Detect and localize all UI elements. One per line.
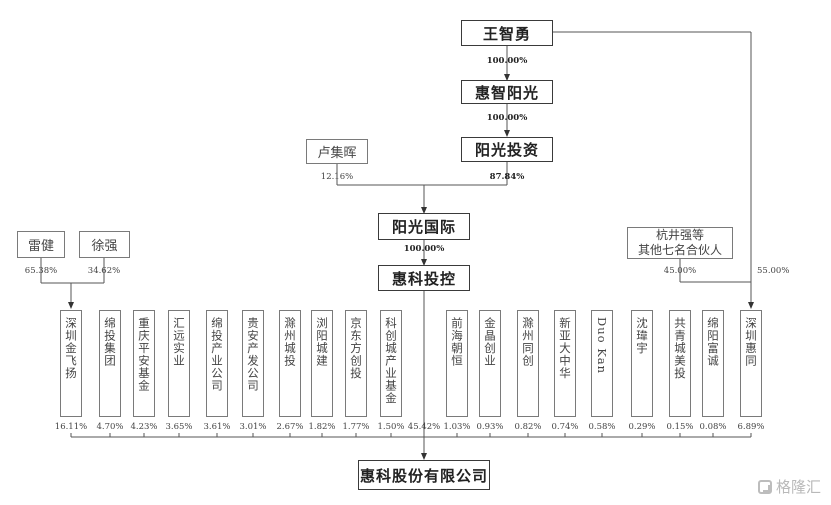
watermark-text: 格隆汇 bbox=[775, 478, 821, 496]
shareholder-box: 金晶创业 bbox=[479, 310, 501, 417]
node-leijian: 雷健 bbox=[17, 231, 65, 258]
node-label: 惠科投控 bbox=[391, 269, 456, 288]
node-label: 徐强 bbox=[91, 239, 118, 254]
shareholder-box: 重庆平安基金 bbox=[133, 310, 155, 417]
node-wangzhiyong: 王智勇 bbox=[461, 20, 553, 46]
shareholder-pct: 1.77% bbox=[342, 422, 370, 432]
shareholder-pct: 0.15% bbox=[666, 422, 694, 432]
shareholder-box: 滁州同创 bbox=[517, 310, 539, 417]
shareholder-name: 滁州城投 bbox=[283, 317, 297, 367]
shareholder-name: 金晶创业 bbox=[483, 317, 497, 367]
shareholder-box: 深圳金飞扬 bbox=[60, 310, 82, 417]
shareholder-name: 深圳惠同 bbox=[744, 317, 758, 367]
shareholder-box: 沈瑋宇 bbox=[631, 310, 653, 417]
shareholder-name: 共青城美投 bbox=[673, 317, 687, 380]
shareholder-pct: 3.01% bbox=[239, 422, 267, 432]
shareholder-pct: 2.67% bbox=[276, 422, 304, 432]
shareholder-name: 绵阳富诚 bbox=[706, 317, 720, 367]
shareholder-pct: 1.50% bbox=[377, 422, 405, 432]
shareholder-box: 贵安产发公司 bbox=[242, 310, 264, 417]
shareholder-box: 新亚大中华 bbox=[554, 310, 576, 417]
huike-tk-pct: 45.42% bbox=[407, 422, 441, 432]
node-huike-gufen: 惠科股份有限公司 bbox=[358, 460, 490, 490]
node-label: 惠科股份有限公司 bbox=[359, 466, 488, 485]
node-lujihui: 卢集晖 bbox=[306, 139, 368, 164]
shareholder-name: 贵安产发公司 bbox=[246, 317, 260, 392]
gelonghui-logo-icon bbox=[757, 479, 772, 494]
shareholder-box: Duo Kan bbox=[591, 310, 613, 417]
shareholder-name: 前海朝恒 bbox=[450, 317, 464, 367]
shareholder-box: 共青城美投 bbox=[669, 310, 691, 417]
shareholder-pct: 1.82% bbox=[308, 422, 336, 432]
node-label: 雷健 bbox=[27, 239, 54, 254]
node-hangjingqiang: 杭井强等 其他七名合伙人 bbox=[627, 227, 733, 259]
shareholder-name: 重庆平安基金 bbox=[137, 317, 151, 392]
shareholder-name: 科创城产业基金 bbox=[384, 317, 398, 405]
shareholder-box: 浏阳城建 bbox=[311, 310, 333, 417]
shareholder-name: 新亚大中华 bbox=[558, 317, 572, 380]
node-yangguang-guoji: 阳光国际 bbox=[378, 213, 470, 240]
shareholder-pct: 4.70% bbox=[96, 422, 124, 432]
shareholder-name: Duo Kan bbox=[595, 317, 609, 375]
shareholder-pct: 3.61% bbox=[203, 422, 231, 432]
shareholder-pct: 6.89% bbox=[737, 422, 765, 432]
shareholder-pct: 4.23% bbox=[130, 422, 158, 432]
node-label: 惠智阳光 bbox=[474, 83, 539, 102]
shareholder-box: 深圳惠同 bbox=[740, 310, 762, 417]
shareholder-name: 浏阳城建 bbox=[315, 317, 329, 367]
shareholder-pct: 3.65% bbox=[165, 422, 193, 432]
shareholder-name: 京东方创投 bbox=[349, 317, 363, 380]
shareholder-pct: 0.74% bbox=[551, 422, 579, 432]
edge-pct-wang-huitong: 55.00% bbox=[757, 266, 790, 276]
edge-pct-hangjing: 45.00% bbox=[663, 266, 697, 276]
shareholder-name: 沈瑋宇 bbox=[635, 317, 649, 355]
shareholder-name: 深圳金飞扬 bbox=[64, 317, 78, 380]
shareholder-box: 滁州城投 bbox=[279, 310, 301, 417]
node-label-line2: 其他七名合伙人 bbox=[637, 243, 722, 257]
node-xuqiang: 徐强 bbox=[79, 231, 130, 258]
shareholder-pct: 0.08% bbox=[699, 422, 727, 432]
shareholder-box: 绵阳富诚 bbox=[702, 310, 724, 417]
shareholder-pct: 0.58% bbox=[588, 422, 616, 432]
node-label: 阳光投资 bbox=[474, 141, 539, 159]
shareholder-box: 绵投集团 bbox=[99, 310, 121, 417]
edge-pct-xuqiang: 34.62% bbox=[87, 266, 121, 276]
shareholder-box: 科创城产业基金 bbox=[380, 310, 402, 417]
shareholder-pct: 1.03% bbox=[443, 422, 471, 432]
shareholder-box: 汇远实业 bbox=[168, 310, 190, 417]
shareholder-name: 绵投集团 bbox=[103, 317, 117, 367]
shareholder-pct: 0.29% bbox=[628, 422, 656, 432]
shareholder-pct: 16.11% bbox=[54, 422, 88, 432]
node-huike-toukong: 惠科投控 bbox=[378, 265, 470, 291]
shareholder-name: 汇远实业 bbox=[172, 317, 186, 367]
shareholder-box: 前海朝恒 bbox=[446, 310, 468, 417]
shareholder-box: 京东方创投 bbox=[345, 310, 367, 417]
node-label: 王智勇 bbox=[482, 24, 531, 43]
shareholder-name: 绵投产业公司 bbox=[210, 317, 224, 392]
node-yangguang-touzi: 阳光投资 bbox=[461, 137, 553, 162]
edge-pct-huizhi-yangguang: 100.00% bbox=[486, 113, 528, 123]
edge-pct-lujihui-gj: 12.16% bbox=[320, 172, 354, 182]
edge-pct-leijian: 65.38% bbox=[24, 266, 58, 276]
watermark: 格隆汇 bbox=[757, 476, 821, 497]
edge-pct-gj-tk: 100.00% bbox=[403, 244, 445, 254]
node-label: 卢集晖 bbox=[317, 146, 357, 161]
shareholder-pct: 0.93% bbox=[476, 422, 504, 432]
edge-pct-wang-huizhi: 100.00% bbox=[486, 56, 528, 66]
edge-pct-yangguang-gj: 87.84% bbox=[489, 172, 525, 182]
shareholder-box: 绵投产业公司 bbox=[206, 310, 228, 417]
shareholder-pct: 0.82% bbox=[514, 422, 542, 432]
shareholder-name: 滁州同创 bbox=[521, 317, 535, 367]
node-label-line1: 杭井强等 bbox=[655, 228, 704, 242]
node-huizhi: 惠智阳光 bbox=[461, 80, 553, 104]
node-label: 阳光国际 bbox=[391, 218, 456, 236]
